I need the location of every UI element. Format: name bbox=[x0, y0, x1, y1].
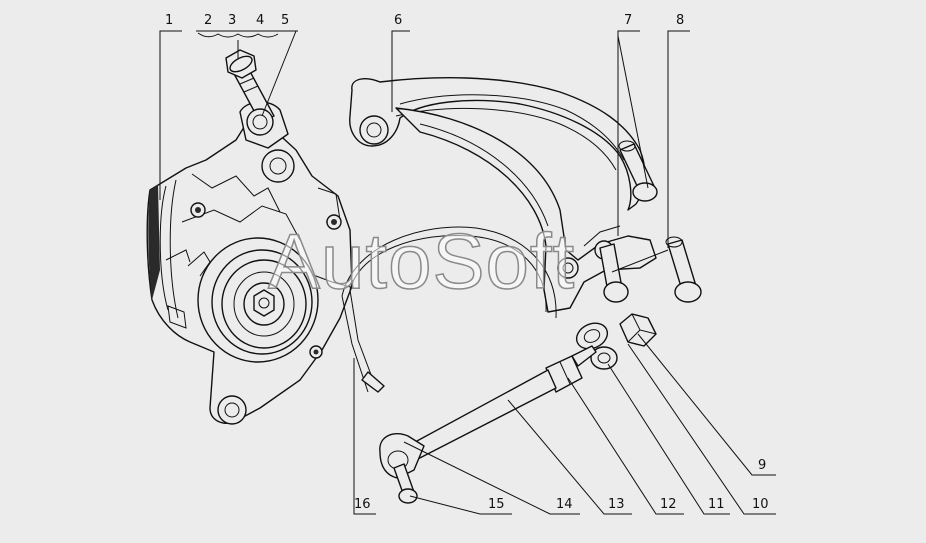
alternator bbox=[146, 101, 355, 425]
bolt-7-upper-tip bbox=[618, 140, 636, 152]
alternator-boss bbox=[261, 149, 295, 183]
callout-14: 14 bbox=[556, 497, 573, 512]
adjusting-arm-body bbox=[349, 77, 646, 211]
callout-11: 11 bbox=[708, 497, 725, 512]
leader-12 bbox=[567, 377, 684, 515]
mounting-bracket-rib bbox=[419, 123, 549, 227]
alternator-rear-shadow bbox=[148, 185, 160, 300]
leader-7-vertical bbox=[617, 30, 640, 236]
leader-11 bbox=[607, 363, 730, 515]
leader-16 bbox=[353, 358, 376, 515]
leader-5 bbox=[261, 30, 297, 117]
housing-vent bbox=[187, 251, 211, 277]
callout-8: 8 bbox=[676, 13, 685, 28]
bracket-bolts bbox=[599, 140, 702, 303]
callout-2: 2 bbox=[204, 13, 213, 28]
adjusting-arm-eye-hole bbox=[366, 122, 382, 138]
pin-15-head bbox=[398, 488, 418, 504]
pivot-bolt-head bbox=[246, 108, 274, 136]
pulley-shaft bbox=[258, 297, 270, 309]
leader-lines bbox=[159, 30, 776, 515]
callout-5: 5 bbox=[281, 13, 290, 28]
housing-screw-hole bbox=[331, 219, 337, 225]
mounting-bracket-edge bbox=[583, 225, 621, 247]
leader-7-upper bbox=[617, 35, 649, 189]
housing-fin-edge bbox=[191, 173, 281, 213]
belt-tail-edge bbox=[349, 289, 377, 389]
bolt-11-head bbox=[590, 346, 618, 370]
housing-foot bbox=[167, 305, 187, 329]
pivot-bolt-washer bbox=[229, 55, 253, 73]
belt-outer-edge bbox=[349, 234, 547, 313]
belt-tail-edge bbox=[341, 295, 369, 393]
callout-13: 13 bbox=[608, 497, 625, 512]
leader-15 bbox=[409, 495, 512, 515]
mounting-bracket-body bbox=[395, 107, 657, 313]
housing-fin-edge bbox=[181, 205, 301, 241]
bolt-7-lower-head bbox=[603, 281, 629, 303]
leader-1 bbox=[159, 30, 182, 200]
callout-3: 3 bbox=[228, 13, 237, 28]
callout-7: 7 bbox=[624, 13, 633, 28]
leader-8-branch bbox=[611, 249, 669, 273]
callout-10: 10 bbox=[752, 497, 769, 512]
adjusting-arm-slot-edge bbox=[399, 94, 625, 161]
leader-2-5-brace bbox=[197, 32, 279, 38]
mounting-bracket-hole-inner bbox=[562, 262, 574, 274]
callout-9: 9 bbox=[758, 458, 767, 473]
mounting-bracket-hole bbox=[557, 257, 579, 279]
bolt-7-upper-head bbox=[632, 182, 658, 202]
callout-15: 15 bbox=[488, 497, 505, 512]
callout-6: 6 bbox=[394, 13, 403, 28]
alternator-bottom-ear bbox=[217, 395, 247, 425]
housing-rib bbox=[169, 179, 179, 319]
pulley-hub-ring bbox=[233, 271, 295, 337]
housing-rib bbox=[159, 185, 169, 311]
callout-16: 16 bbox=[354, 497, 371, 512]
bolt-8-head bbox=[674, 281, 702, 303]
rod-coupler-neck bbox=[571, 345, 597, 367]
bolt-8-tip bbox=[665, 236, 683, 248]
rod-coupler-edge bbox=[559, 361, 571, 385]
pivot-bolt-head-face bbox=[252, 114, 268, 130]
leader-9 bbox=[637, 333, 776, 476]
alternator-boss-hole bbox=[269, 157, 287, 175]
bolt-11-face bbox=[597, 352, 611, 364]
leader-10 bbox=[627, 343, 776, 515]
housing-screw-hole bbox=[313, 349, 319, 355]
adjusting-arm bbox=[349, 77, 646, 211]
leader-8 bbox=[667, 30, 690, 248]
rod-end-eye bbox=[575, 322, 609, 350]
pivot-bolt-assembly bbox=[225, 49, 275, 136]
callout-1: 1 bbox=[165, 13, 174, 28]
adjusting-arm-slot-edge bbox=[395, 107, 617, 171]
housing-vent bbox=[165, 249, 191, 263]
belt-inner-edge bbox=[341, 226, 557, 319]
tension-rod-assembly bbox=[379, 313, 657, 504]
rod-end-eye-hole bbox=[583, 329, 601, 343]
callout-12: 12 bbox=[660, 497, 677, 512]
leader-6 bbox=[391, 30, 410, 112]
lock-nut-9 bbox=[619, 313, 657, 347]
lock-nut-9-facets bbox=[627, 313, 657, 343]
housing-screw-hole bbox=[195, 207, 201, 213]
callout-4: 4 bbox=[256, 13, 265, 28]
tension-rod bbox=[403, 369, 557, 463]
adjusting-arm-eye bbox=[359, 115, 389, 145]
drive-belt bbox=[341, 226, 557, 393]
belt-end bbox=[361, 371, 385, 393]
leader-13 bbox=[507, 399, 632, 515]
leader-14 bbox=[403, 441, 580, 515]
pulley-nut bbox=[253, 289, 275, 317]
alternator-bottom-ear-hole bbox=[224, 402, 240, 418]
